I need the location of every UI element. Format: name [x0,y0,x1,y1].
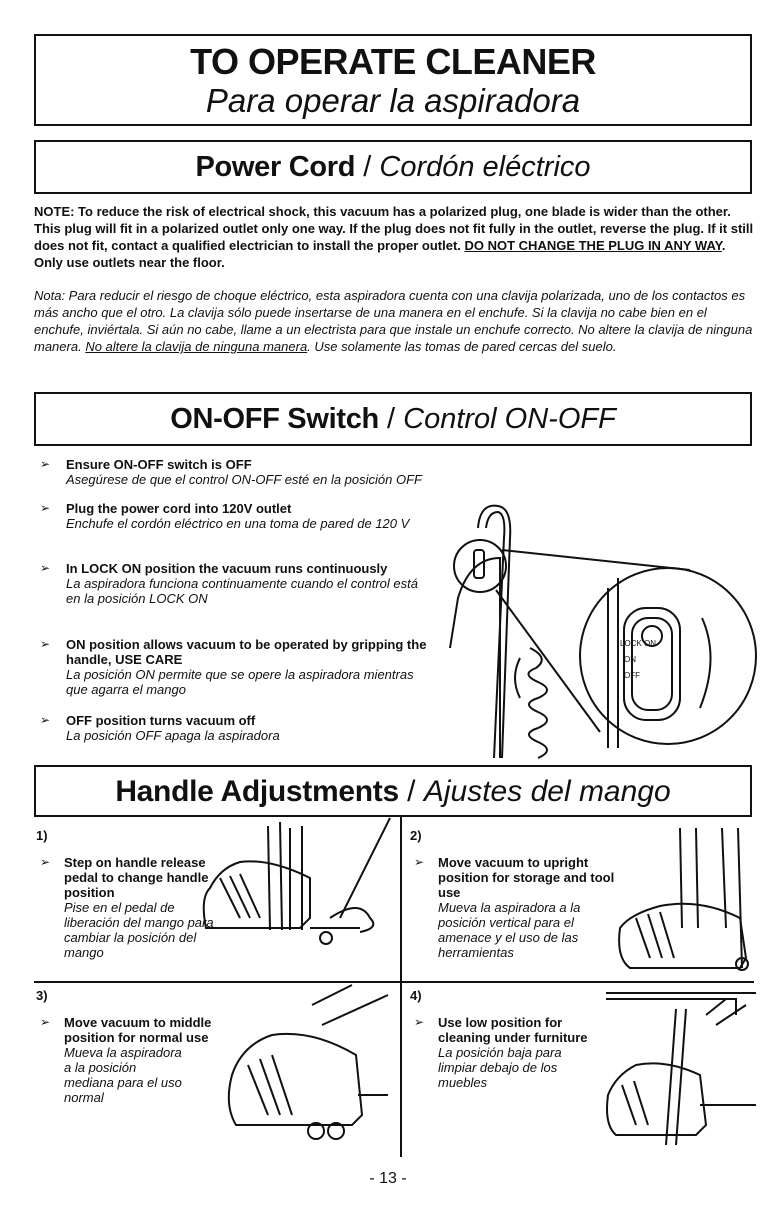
bullet-text-es: Asegúrese de que el control ON-OFF esté … [66,472,422,487]
step-text-en: Move vacuum to middle position for norma… [64,1015,212,1045]
power-cord-note-es: Nota: Para reducir el riesgo de choque e… [34,287,756,355]
bullet-text-es: La aspiradora funciona continuamente cua… [66,576,418,606]
step-text-en: Use low position for cleaning under furn… [438,1015,588,1045]
handle-step-3: 3) ➢ Move vacuum to middle position for … [36,988,396,1158]
handle-heading: Handle Adjustments / Ajustes del mango [34,765,752,817]
diagram-label-lock-on: LOCK ON [620,639,656,648]
step-number: 2) [410,828,422,843]
step-text-es: Pise en el pedal de liberación del mango… [64,900,214,960]
switch-heading: ON-OFF Switch / Control ON-OFF [34,392,752,446]
title-box: TO OPERATE CLEANER Para operar la aspira… [34,34,752,126]
page-title-spanish: Para operar la aspiradora [205,82,581,119]
page-title: TO OPERATE CLEANER [190,41,596,82]
bullet-text-en: In LOCK ON position the vacuum runs cont… [66,561,388,576]
panel-divider-horizontal [34,981,754,983]
power-cord-heading-en: Power Cord [195,151,356,183]
heading-separator: / [355,151,380,183]
handle-step-4: 4) ➢ Use low position for cleaning under… [410,988,756,1158]
note-en-main: NOTE: To reduce the risk of electrical s… [34,204,754,253]
arrow-bullet-icon: ➢ [40,855,51,869]
arrow-bullet-icon: ➢ [414,855,425,869]
arrow-bullet-icon: ➢ [40,1015,51,1029]
arrow-bullet-icon: ➢ [40,501,51,515]
switch-heading-en: ON-OFF Switch [170,403,379,435]
arrow-bullet-icon: ➢ [40,637,51,651]
list-item: ➢ Plug the power cord into 120V outlet E… [34,501,454,531]
bullet-text-es: La posición OFF apaga la aspiradora [66,728,280,743]
list-item: ➢ Ensure ON-OFF switch is OFF Asegúrese … [34,457,514,487]
list-item: ➢ In LOCK ON position the vacuum runs co… [34,561,454,606]
step-text-es: Mueva la aspiradora a la posición median… [64,1045,182,1105]
note-en-end: . Only use outlets near the floor. [34,238,726,270]
bullet-text-en: OFF position turns vacuum off [66,713,256,728]
step-text-en: Step on handle release pedal to change h… [64,855,209,900]
list-item: ➢ ON position allows vacuum to be operat… [34,637,454,697]
power-cord-note-en: NOTE: To reduce the risk of electrical s… [34,203,756,271]
arrow-bullet-icon: ➢ [40,713,51,727]
power-cord-heading: Power Cord / Cordón eléctrico [34,140,752,194]
arrow-bullet-icon: ➢ [40,457,51,471]
bullet-text-es: Enchufe el cordón eléctrico en una toma … [66,516,410,531]
step-text-en: Move vacuum to upright position for stor… [438,855,615,900]
step-number: 3) [36,988,48,1003]
note-es-main: Nota: Para reducir el riesgo de choque e… [34,288,753,354]
note-es-warning: No altere la clavija de ninguna manera [85,339,308,354]
heading-separator: / [378,403,404,435]
list-item: ➢ OFF position turns vacuum off La posic… [34,713,454,743]
diagram-label-on: ON [624,655,636,664]
handle-heading-es: Ajustes del mango [423,775,671,808]
panel-divider-vertical [400,817,402,1157]
page-number: - 13 - [369,1170,407,1187]
arrow-bullet-icon: ➢ [40,561,51,575]
bullet-text-es: La posición ON permite que se opere la a… [66,667,414,697]
bullet-text-en: Plug the power cord into 120V outlet [66,501,292,516]
arrow-bullet-icon: ➢ [414,1015,425,1029]
vacuum-pedal-illustration [202,817,391,945]
bullet-text-en: ON position allows vacuum to be operated… [66,637,427,667]
power-cord-heading-es: Cordón eléctrico [379,151,591,183]
vacuum-low-illustration [606,992,756,1146]
handle-step-1: 1) ➢ Step on handle release pedal to cha… [36,828,396,978]
note-es-end: . Use solamente las tomas de pared cerca… [307,339,617,354]
step-number: 1) [36,828,48,843]
bullet-text-en: Ensure ON-OFF switch is OFF [66,457,252,472]
handle-step-2: 2) ➢ Move vacuum to upright position for… [410,828,756,978]
step-text-es: Mueva la aspiradora a la posición vertic… [438,900,581,960]
step-number: 4) [410,988,422,1003]
vacuum-upright-illustration [618,827,749,971]
heading-separator: / [398,775,424,808]
step-text-es: La posición baja para limpiar debajo de … [438,1045,562,1090]
vacuum-middle-illustration [227,984,389,1140]
switch-diagram-illustration: LOCK ON ON OFF [449,504,757,759]
diagram-label-off: OFF [624,671,640,680]
note-en-warning: DO NOT CHANGE THE PLUG IN ANY WAY [464,238,722,253]
switch-heading-es: Control ON-OFF [403,403,616,435]
handle-heading-en: Handle Adjustments [115,775,399,808]
